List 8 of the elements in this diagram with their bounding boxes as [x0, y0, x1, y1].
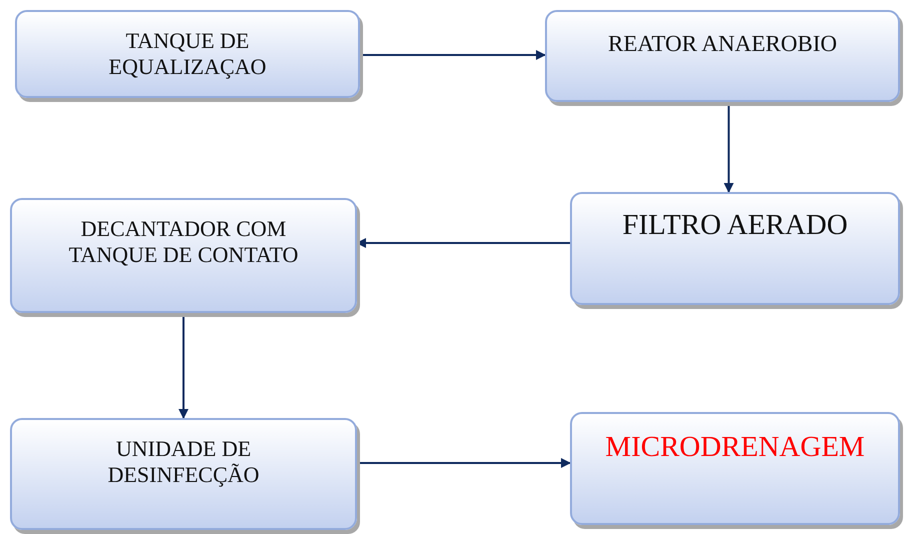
arrow	[360, 50, 546, 60]
node-label: FILTRO AERADO	[622, 208, 848, 243]
node-label: UNIDADE DE DESINFECÇÃO	[106, 436, 260, 489]
node-label: DECANTADOR COM TANQUE DE CONTATO	[68, 216, 300, 269]
node-label: REATOR ANAEROBIO	[608, 30, 837, 58]
node-label: MICRODRENAGEM	[605, 430, 865, 465]
arrow	[357, 458, 571, 468]
node-label: TANQUE DE EQUALIZAÇAO	[108, 28, 268, 81]
